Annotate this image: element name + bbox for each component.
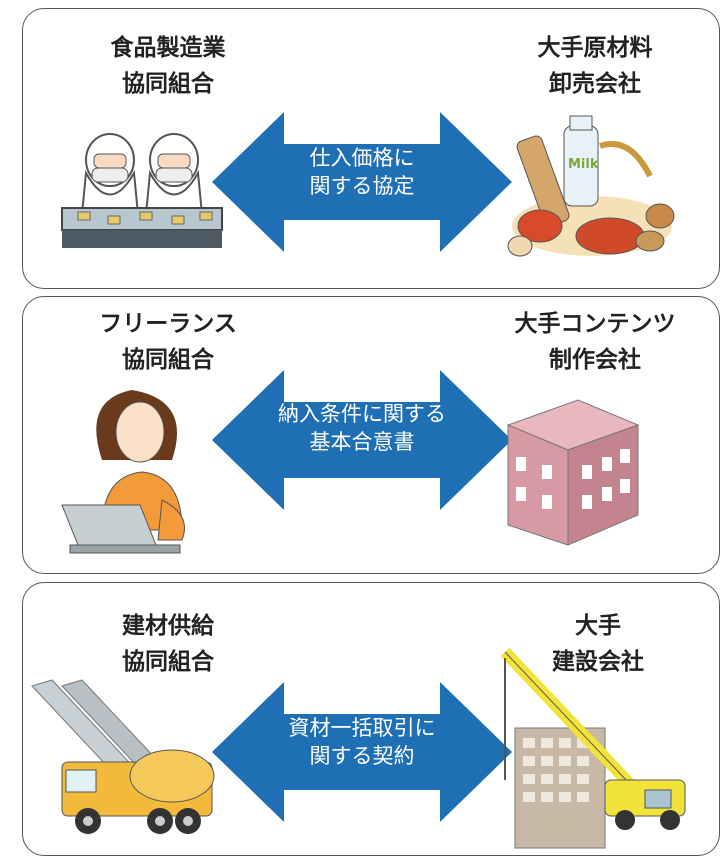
food-workers-illustration — [61, 133, 223, 248]
double-arrow-2 — [212, 370, 512, 510]
freelancer-illustration — [61, 390, 185, 554]
left-party-label-2: フリーランス 協同組合 — [99, 311, 237, 373]
milk-label: Milk — [568, 157, 599, 172]
right-party-label-1: 大手原材料 卸売会社 — [537, 35, 653, 97]
beams-and-mixer-truck-illustration — [31, 679, 215, 834]
double-arrow-3 — [212, 682, 512, 822]
right-party-label-2: 大手コンテンツ 制作会社 — [514, 311, 676, 373]
right-party-label-3: 大手 建設会社 — [552, 613, 644, 675]
ingredients-illustration: Milk — [507, 115, 675, 257]
agreement-label-3: 資材一括取引に 関する契約 — [288, 716, 436, 768]
agreement-label-1: 仕入価格に 関する協定 — [309, 146, 415, 198]
double-arrow-1 — [212, 112, 512, 252]
office-building-illustration — [506, 399, 640, 546]
agreement-label-2: 納入条件に関する 基本合意書 — [278, 402, 446, 454]
left-party-label-3: 建材供給 協同組合 — [122, 613, 214, 675]
left-party-label-1: 食品製造業 協同組合 — [110, 35, 226, 97]
crane-and-building-illustration — [500, 647, 686, 849]
